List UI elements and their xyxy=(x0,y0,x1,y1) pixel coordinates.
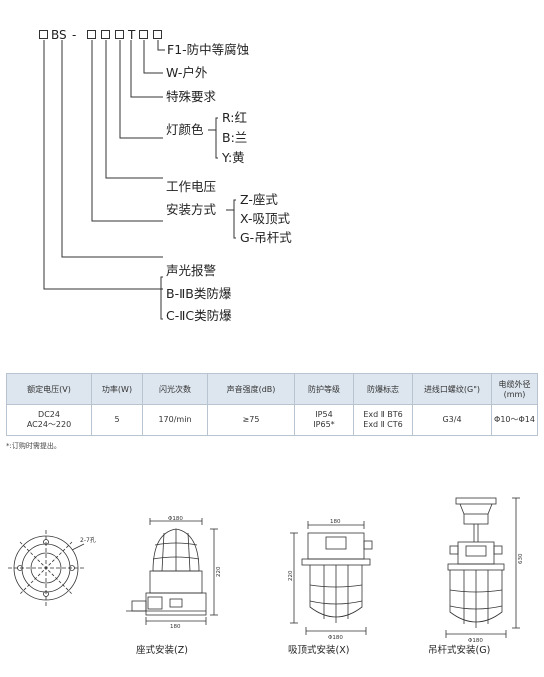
spec-cell-ip: IP54 IP65* xyxy=(294,404,354,436)
ceiling-mount-drawing: 180 220 Φ180 xyxy=(288,519,373,641)
code-label-f1: F1-防中等腐蚀 xyxy=(167,42,250,57)
seat-dim-height: 220 xyxy=(216,566,222,577)
plan-view-drawing: 2-7孔 xyxy=(8,530,96,606)
code-label-mount-g: G-吊杆式 xyxy=(240,230,292,245)
order-note: *:订购时需提出。 xyxy=(6,442,61,450)
spec-ip-line-2: IP65* xyxy=(313,420,335,429)
code-box-5 xyxy=(139,30,148,39)
seat-mount-drawing: Φ180 220 180 xyxy=(126,516,222,630)
spec-cell-power: 5 xyxy=(91,404,143,436)
code-prefix: BS xyxy=(51,28,67,42)
code-label-mount-x: X-吸顶式 xyxy=(240,211,290,226)
caption-ceiling-mount: 吸顶式安装(X) xyxy=(288,645,350,656)
spec-header-cell: 额定电压(V) xyxy=(6,373,92,405)
spec-header-cell: 功率(W) xyxy=(91,373,143,405)
spec-header-cell: 电缆外径(mm) xyxy=(491,373,538,405)
caption-seat-mount: 座式安装(Z) xyxy=(136,645,188,656)
code-box-2 xyxy=(87,30,96,39)
code-label-alarm: 声光报警 xyxy=(166,263,217,278)
ceiling-dim-height: 220 xyxy=(288,570,294,581)
spec-ex-line-2: Exd Ⅱ CT6 xyxy=(363,420,403,429)
pendant-dim-bottom: Φ180 xyxy=(468,638,483,644)
code-label-voltage: 工作电压 xyxy=(166,179,217,194)
spec-header-cell: 声音强度(dB) xyxy=(207,373,295,405)
spec-cell-sound: ≥75 xyxy=(207,404,295,436)
code-box-6 xyxy=(153,30,162,39)
code-label-special: 特殊要求 xyxy=(166,89,217,104)
spec-ip-line-1: IP54 xyxy=(315,410,333,419)
code-label-color-r: R:红 xyxy=(222,110,248,125)
spec-cell-flash: 170/min xyxy=(142,404,208,436)
spec-ex-line-1: Exd Ⅱ BT6 xyxy=(363,410,403,419)
code-box-3 xyxy=(101,30,110,39)
code-box-1 xyxy=(39,30,48,39)
code-dash: - xyxy=(72,28,77,42)
spec-voltage-line-1: DC24 xyxy=(38,410,60,419)
ceiling-dim-bottom: Φ180 xyxy=(328,635,343,641)
seat-dim-top: Φ180 xyxy=(168,516,183,522)
spec-cell-thread: G3/4 xyxy=(412,404,492,436)
spec-cell-voltage: DC24 AC24～220 xyxy=(6,404,92,436)
code-t-char: T xyxy=(128,28,136,42)
pendant-dim-height: 630 xyxy=(518,553,524,564)
seat-dim-base: 180 xyxy=(170,624,181,630)
spec-cell-ex: Exd Ⅱ BT6 Exd Ⅱ CT6 xyxy=(353,404,413,436)
code-label-mounting: 安装方式 xyxy=(166,202,217,217)
caption-pendant-mount: 吊杆式安装(G) xyxy=(428,645,491,656)
code-label-w: W-户外 xyxy=(166,65,208,80)
spec-header-cell: 进线口螺纹(G") xyxy=(412,373,492,405)
code-label-mount-z: Z-座式 xyxy=(240,192,278,207)
code-label-color-y: Y:黄 xyxy=(222,150,245,165)
ceiling-dim-top: 180 xyxy=(330,519,341,525)
plan-hole-label: 2-7孔 xyxy=(80,536,96,544)
code-label-lamp-color: 灯颜色 xyxy=(166,122,204,137)
spec-voltage-line-2: AC24～220 xyxy=(26,420,72,429)
code-label-class-b: B-ⅡB类防爆 xyxy=(166,286,232,301)
spec-data-row: DC24 AC24～220 5 170/min ≥75 IP54 IP65* E… xyxy=(6,404,538,436)
pendant-mount-drawing: 630 Φ180 xyxy=(445,497,524,644)
code-box-4 xyxy=(115,30,124,39)
spec-table: 额定电压(V) 功率(W) 闪光次数 声音强度(dB) 防护等级 防爆标志 进线… xyxy=(6,373,538,436)
spec-cell-cable: Φ10～Φ14 xyxy=(491,404,538,436)
code-label-color-b: B:兰 xyxy=(222,130,248,145)
code-leader-lines xyxy=(43,40,236,320)
spec-header-row: 额定电压(V) 功率(W) 闪光次数 声音强度(dB) 防护等级 防爆标志 进线… xyxy=(6,373,538,405)
spec-header-cell: 闪光次数 xyxy=(142,373,208,405)
spec-header-cell: 防爆标志 xyxy=(353,373,413,405)
code-label-class-c: C-ⅡC类防爆 xyxy=(166,308,232,323)
spec-header-cell: 防护等级 xyxy=(294,373,354,405)
